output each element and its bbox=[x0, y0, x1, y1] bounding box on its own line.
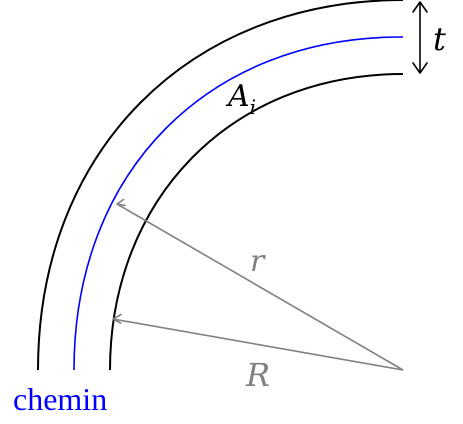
radius-r-arrow-head bbox=[116, 198, 126, 207]
area-label-subscript: i bbox=[250, 95, 256, 119]
radius-R-label: R bbox=[245, 356, 270, 394]
area-label-main: A bbox=[225, 79, 250, 114]
area-label: Ai bbox=[225, 79, 256, 119]
thickness-label: t bbox=[433, 20, 446, 58]
path-label: chemin bbox=[13, 381, 107, 417]
radius-r-arrow bbox=[116, 203, 404, 371]
radius-R-arrow bbox=[112, 318, 404, 371]
thickness-arrow-top-head bbox=[412, 1, 428, 13]
thickness-arrow-bottom-head bbox=[412, 62, 428, 74]
radius-R-arrow-head bbox=[112, 313, 122, 324]
inner-boundary-arc bbox=[109, 73, 404, 371]
outer-boundary-arc bbox=[37, 0, 404, 371]
radius-r-label: r bbox=[250, 244, 266, 279]
path-arc bbox=[73, 36, 404, 371]
